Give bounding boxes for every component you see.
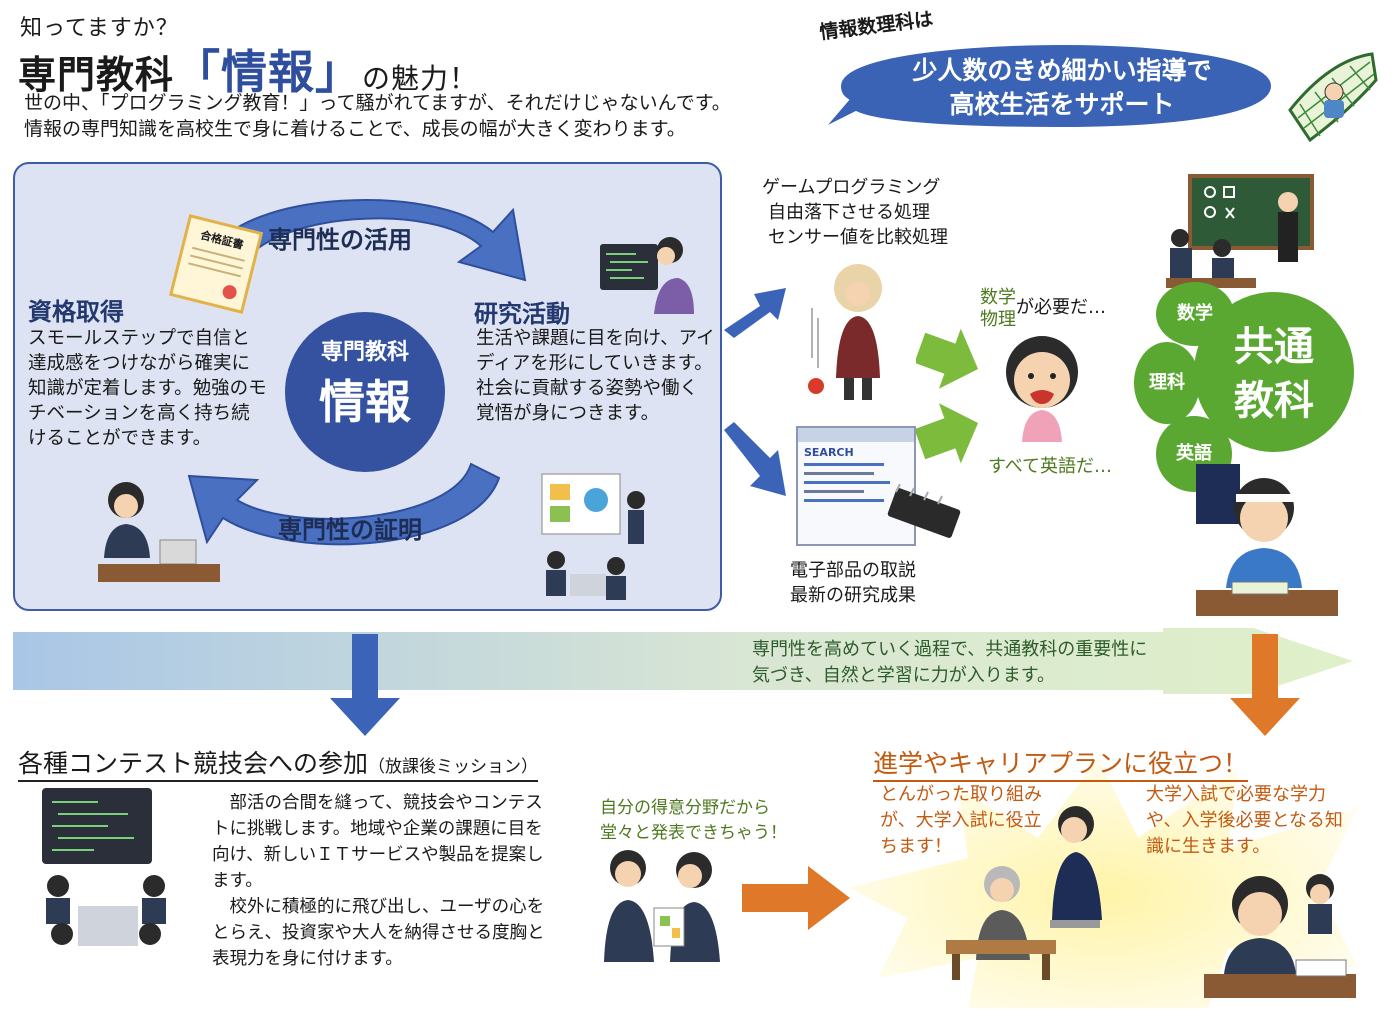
arrow-right-icon bbox=[724, 288, 786, 338]
search-window-illustration: SEARCH bbox=[796, 426, 916, 546]
arrow-down-icon bbox=[1230, 634, 1300, 736]
studying-student-illustration bbox=[1196, 464, 1338, 616]
career-left-text: とんがった取り組みが、大学入試に役立ちます！ bbox=[880, 784, 1042, 857]
gradient-band bbox=[13, 628, 1353, 694]
arrow-right-icon bbox=[916, 403, 979, 464]
career-right-text: 大学入試で必要な学力や、入学後必要となる知識に生きます。 bbox=[1146, 784, 1343, 857]
center-circle: 専門教科 情報 bbox=[285, 312, 445, 472]
newton-illustration bbox=[808, 264, 882, 400]
callout-tag: 情報数理科は bbox=[818, 8, 935, 44]
physics-word: 物理 bbox=[980, 309, 1016, 330]
math-word: 数学 bbox=[980, 287, 1016, 308]
title-close-bracket: 」 bbox=[315, 45, 363, 99]
english-note: すべて英語だ… bbox=[988, 456, 1113, 477]
certificate-text: スモールステップで自信と達成感をつけながら確実に知識が定着します。勉強のモチベー… bbox=[28, 328, 267, 449]
kicker: 知ってますか？ bbox=[20, 16, 179, 41]
intro-text: 世の中、「プログラミング教育！」って騒がれてますが、それだけじゃないんです。 情… bbox=[24, 92, 731, 140]
research-heading: 研究活動 bbox=[474, 300, 570, 328]
contest-heading: 各種コンテスト競技会への参加（放課後ミッション） bbox=[18, 744, 539, 782]
title-prefix: 専門教科 bbox=[18, 53, 175, 97]
student-laptop-illustration bbox=[98, 482, 220, 582]
exam-students-illustration bbox=[1204, 874, 1356, 998]
electronics-list-item: 電子部品の取説 bbox=[790, 560, 916, 581]
programmer-illustration bbox=[600, 237, 694, 314]
interview-illustration bbox=[946, 806, 1102, 980]
callout-text: 少人数のきめ細かい指導で 高校生活をサポート bbox=[912, 56, 1212, 119]
arrow-right-icon bbox=[724, 422, 786, 496]
callout-oval bbox=[823, 42, 1274, 130]
presentation-illustration bbox=[541, 473, 645, 600]
game-list-item: 自由落下させる処理 bbox=[768, 202, 930, 223]
electronics-list: 電子部品の取説 最新の研究成果 bbox=[790, 558, 916, 608]
game-list-item: センサー値を比較処理 bbox=[768, 227, 948, 248]
research-text: 生活や課題に目を向け、アイディアを形にしていきます。社会に貢献する姿勢や働く覚悟… bbox=[476, 328, 715, 424]
page-title: 専門教科「情報」の魅力！ bbox=[18, 36, 478, 102]
proud-note: 自分の得意分野だから 堂々と発表できちゃう！ bbox=[600, 798, 787, 843]
need-suffix: が必要だ… bbox=[1016, 297, 1106, 318]
blue-arrows bbox=[724, 288, 786, 496]
center-circle-main: 情報 bbox=[319, 375, 411, 429]
arrow-label-proof: 専門性の証明 bbox=[278, 516, 422, 544]
arrow-right-icon bbox=[742, 866, 850, 930]
math-physics-note: 数学 物理が必要だ… bbox=[980, 287, 1106, 331]
arrow-down-icon bbox=[330, 634, 400, 736]
contest-team-illustration bbox=[42, 788, 166, 946]
ic-chip-illustration bbox=[887, 484, 961, 538]
common-line-2: 教科 bbox=[1234, 378, 1314, 424]
contest-heading-main: 各種コンテスト競技会への参加 bbox=[18, 749, 369, 778]
contest-text: 部活の合間を縫って、競技会やコンテストに挑戦します。地域や企業の課題に目を向け、… bbox=[212, 790, 552, 972]
electronics-list-item: 最新の研究成果 bbox=[790, 585, 916, 606]
band-text: 専門性を高めていく過程で、共通教科の重要性に 気づき、自然と学習に力が入ります。 bbox=[752, 639, 1148, 686]
title-suffix: の魅力！ bbox=[362, 62, 479, 95]
title-open-bracket: 「 bbox=[174, 45, 222, 99]
presenting-pair-illustration bbox=[604, 850, 720, 962]
career-heading: 進学やキャリアプランに役立つ！ bbox=[873, 744, 1249, 782]
center-circle-sub: 専門教科 bbox=[320, 340, 409, 365]
classroom-illustration bbox=[1166, 174, 1314, 288]
cycle-arrows bbox=[187, 199, 527, 546]
game-list-item: ゲームプログラミング bbox=[762, 177, 941, 198]
game-programming-list: ゲームプログラミング 自由落下させる処理 センサー値を比較処理 bbox=[762, 175, 948, 250]
certificate-heading: 資格取得 bbox=[28, 298, 124, 326]
green-arrows bbox=[916, 328, 979, 464]
title-highlight: 情報 bbox=[221, 45, 316, 99]
contest-paragraph-1: 部活の合間を縫って、競技会やコンテストに挑戦します。地域や企業の課題に目を向け、… bbox=[212, 793, 544, 891]
contest-paragraph-2: 校外に積極的に飛び出し、ユーザの心をとらえ、投資家や大人を納得させる度胸と表現力… bbox=[212, 897, 545, 969]
worried-student-illustration bbox=[1006, 336, 1078, 442]
arrow-right-icon bbox=[916, 328, 979, 389]
common-subjects-bubble: 共通 教科 bbox=[1194, 292, 1354, 452]
certificate-badge-text: 合格証書 bbox=[199, 228, 245, 252]
common-line-1: 共通 bbox=[1234, 324, 1314, 370]
search-label: SEARCH bbox=[804, 446, 854, 459]
safety-net-illustration bbox=[1288, 52, 1378, 143]
subject-bubble-science: 理科 bbox=[1134, 342, 1200, 424]
arrow-label-use: 専門性の活用 bbox=[268, 226, 412, 254]
contest-heading-note: （放課後ミッション） bbox=[368, 757, 539, 777]
